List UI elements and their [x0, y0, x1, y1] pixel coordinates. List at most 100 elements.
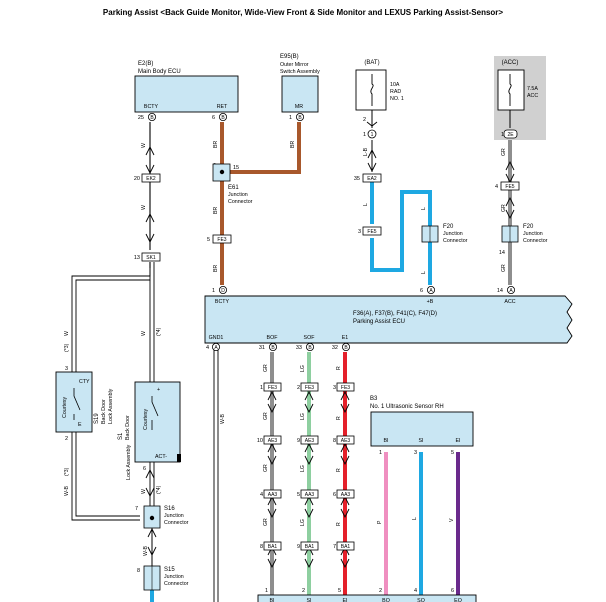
bottom-sensor-box: BI SI EI BO SO EO 1 2 5 2 4 6 — [257, 588, 477, 602]
lbl-lg-4: LG — [300, 519, 306, 526]
s1-code: S1 — [118, 432, 124, 440]
fe3-r: FE3 — [341, 385, 350, 391]
f20-a-name1: Junction — [443, 231, 463, 237]
fe5-r-label: FE5 — [505, 184, 514, 190]
lbl-gr-1: GR — [263, 364, 269, 372]
lbl-p: P — [377, 520, 383, 524]
sensor-pin-bi: BI — [383, 438, 388, 444]
s19-cty: CTY — [79, 379, 90, 385]
ae3-g: AE3 — [268, 438, 278, 444]
acc-label: (ACC) — [502, 60, 519, 66]
outer-mirror-name1: Outer Mirror — [280, 62, 309, 68]
ecu-conn-b: A — [429, 288, 433, 294]
f20-a-name2: Connector — [443, 238, 468, 244]
pin-mr: MR — [295, 104, 303, 110]
lbl-w-3: W — [64, 331, 70, 336]
diagram-title: Parking Assist <Back Guide Monitor, Wide… — [103, 8, 503, 17]
lbl-r-4: R — [336, 522, 342, 526]
s1-name1: Back Door — [125, 415, 131, 440]
ba1-r: BA1 — [341, 544, 351, 550]
bot-num-1: 1 — [265, 588, 268, 594]
inline-chevrons — [267, 160, 515, 569]
lbl-note-3a: (*3) — [64, 343, 70, 352]
lbl-l-1: L — [363, 203, 369, 206]
acc-fuse-symbol-icon — [508, 74, 512, 106]
ecu-num-sof: 33 — [296, 345, 302, 351]
sensor-num-5: 5 — [451, 450, 454, 456]
ae3-g-pin: 10 — [257, 438, 263, 444]
lbl-lb: L-B — [363, 147, 369, 156]
s19-name1: Back Door — [101, 399, 107, 424]
s1-switch-icon — [151, 396, 159, 430]
f20-b-name1: Junction — [523, 231, 543, 237]
ecu-pin-e1: E1 — [342, 335, 349, 341]
bot-num-eo: 6 — [451, 588, 454, 594]
ae3-lg: AE3 — [305, 438, 315, 444]
acc-fuse-2: ACC — [527, 93, 538, 99]
fe5-l-label: FE5 — [367, 229, 376, 235]
s1-switch-label: Courtesy — [143, 408, 149, 430]
bot-num-2: 2 — [302, 588, 305, 594]
main-body-ecu: E2(B) Main Body ECU BCTY RET 25 B 6 B — [134, 61, 239, 122]
s19-code: S19 — [94, 413, 100, 424]
s1-courtesy-switch: + Courtesy ACT- S1 Back Door Lock Assemb… — [118, 381, 181, 480]
ecu-pin-gnd: GND1 — [209, 335, 224, 341]
main-body-ecu-name: Main Body ECU — [138, 69, 181, 75]
bat-conn: 1 — [371, 132, 374, 138]
s1-num: 6 — [143, 466, 146, 472]
f20-b-pin: 14 — [499, 250, 505, 256]
lbl-w-4: W — [141, 331, 147, 336]
lbl-l-3: L — [421, 271, 427, 274]
lbl-br-3: BR — [213, 207, 219, 214]
outer-mirror-code: E95(B) — [280, 54, 299, 60]
lbl-br-1: BR — [213, 141, 219, 148]
ba1-lg: BA1 — [305, 544, 315, 550]
f20-b-code: F20 — [523, 224, 534, 230]
ecu-num-bof: 31 — [259, 345, 265, 351]
wire-plus-b — [367, 140, 432, 285]
e61-pin-15: 15 — [233, 165, 239, 171]
s16-code: S16 — [164, 506, 175, 512]
bat-pin-1: 1 — [363, 132, 366, 138]
pin-num-25: 25 — [138, 115, 144, 121]
aa3-g-pin: 4 — [260, 492, 263, 498]
e61-name2: Connector — [228, 199, 253, 205]
wire-courtesy-loop — [71, 432, 157, 602]
lbl-note-4b: (*4) — [156, 485, 162, 494]
lbl-l-2: L — [421, 207, 427, 210]
ea2-pin: 35 — [354, 176, 360, 182]
fe3-lg-pin: 2 — [297, 385, 300, 391]
lbl-gr-4: GR — [263, 518, 269, 526]
lbl-lg-2: LG — [300, 413, 306, 420]
lbl-r-1: R — [336, 366, 342, 370]
lbl-br-4: BR — [213, 265, 219, 272]
bat-fuse: (BAT) 10A RAD NO. 1 2 1 1 — [355, 60, 404, 139]
ba1-lg-pin: 9 — [297, 544, 300, 550]
lbl-wb-2: W-B — [143, 545, 149, 556]
bot-pin-bo: BO — [382, 598, 390, 602]
fe3-g: FE3 — [268, 385, 277, 391]
fe3-pin: 5 — [207, 237, 210, 243]
aa3-lg-pin: 5 — [297, 492, 300, 498]
sensor-name: No. 1 Ultrasonic Sensor RH — [370, 404, 444, 410]
lbl-v: V — [449, 518, 455, 522]
ecu-pin-bof: BOF — [267, 335, 279, 341]
lbl-note-4a: (*4) — [156, 327, 162, 336]
parking-ecu-code: F36(A), F37(B), F41(C), F47(D) — [353, 311, 437, 317]
ba1-g-pin: 8 — [260, 544, 263, 550]
junction-e61: 6 15 E61 Junction Connector — [212, 163, 253, 205]
bat-fuse-3: NO. 1 — [390, 96, 404, 102]
ea2-label: EA2 — [367, 176, 377, 182]
s19-courtesy-switch: 3 CTY E Courtesy 2 S19 Back Door Lock As… — [55, 366, 114, 442]
sensor-num-1: 1 — [379, 450, 382, 456]
wire-gnd1 — [213, 350, 219, 602]
lbl-gr-3: GR — [263, 464, 269, 472]
signal-inline-connectors: 1 FE3 2 FE3 3 FE3 10 AE3 9 AE3 8 AE3 4 A… — [257, 382, 355, 551]
ecu-num-acc: 14 — [497, 288, 503, 294]
pin-num-6: 6 — [212, 115, 215, 121]
bot-pin-ei: EI — [342, 598, 347, 602]
fe3-r-pin: 3 — [333, 385, 336, 391]
s19-name2: Lock Assembly — [108, 388, 114, 424]
ecu-num-b: 6 — [420, 288, 423, 294]
